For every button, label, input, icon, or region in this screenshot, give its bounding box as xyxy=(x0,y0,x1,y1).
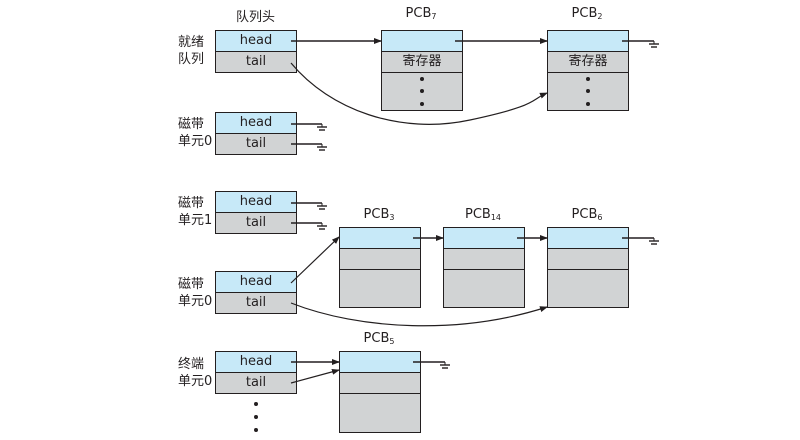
pointer-field xyxy=(340,352,420,373)
disk-unit1-header: head tail xyxy=(215,191,297,234)
pcb7-title: PCB7 xyxy=(381,6,461,25)
link-disk0-head-pcb3 xyxy=(290,236,340,284)
ellipsis-dot xyxy=(586,77,590,81)
label-line: 就绪 xyxy=(178,35,205,50)
null-ground-icon xyxy=(291,222,327,230)
pcb-index: 14 xyxy=(490,213,502,222)
pcb-name: PCB xyxy=(405,6,432,21)
head-field: head xyxy=(216,272,296,293)
registers-field: 寄存器 xyxy=(382,52,462,73)
registers-field xyxy=(444,249,524,270)
pcb7-box: 寄存器 xyxy=(381,30,463,111)
disk-unit0-header: head tail xyxy=(215,271,297,314)
disk-unit0-label: 磁带 单元0 xyxy=(178,276,212,310)
label-line: 单元0 xyxy=(178,374,213,389)
head-field: head xyxy=(216,31,296,52)
pcb6-box xyxy=(547,227,629,308)
registers-field xyxy=(340,373,420,394)
label-line: 单元0 xyxy=(178,134,213,149)
null-ground-icon xyxy=(291,123,327,131)
pcb-index: 3 xyxy=(389,213,395,222)
more-fields xyxy=(548,73,628,110)
tail-field: tail xyxy=(216,52,296,72)
pcb2-title: PCB2 xyxy=(547,6,627,25)
link-term0-tail-pcb5 xyxy=(290,368,340,384)
registers-field xyxy=(548,249,628,270)
pcb-index: 6 xyxy=(597,213,603,222)
ellipsis-dot xyxy=(420,77,424,81)
label-line: 磁带 xyxy=(178,117,205,132)
pcb3-title: PCB3 xyxy=(339,207,419,226)
queue-header-label: 队列头 xyxy=(236,10,276,25)
pointer-field xyxy=(340,228,420,249)
null-ground-icon xyxy=(291,143,327,151)
terminal-unit0-label: 终端 单元0 xyxy=(178,356,212,390)
ellipsis-dot xyxy=(254,402,258,406)
null-ground-icon xyxy=(291,202,327,210)
null-ground-icon xyxy=(413,361,450,369)
ellipsis-dot xyxy=(420,89,424,93)
label-line: 单元1 xyxy=(178,213,213,228)
label-line: 磁带 xyxy=(178,196,205,211)
pcb3-box xyxy=(339,227,421,308)
pointer-field xyxy=(444,228,524,249)
pcb-name: PCB xyxy=(571,207,598,222)
head-field: head xyxy=(216,113,296,134)
head-field: head xyxy=(216,192,296,213)
registers-field: 寄存器 xyxy=(548,52,628,73)
registers-field xyxy=(340,249,420,270)
pointer-field xyxy=(548,228,628,249)
tape-unit0-header: head tail xyxy=(215,112,297,155)
pcb-name: PCB xyxy=(363,207,390,222)
pointer-field xyxy=(548,31,628,52)
tail-field: tail xyxy=(216,134,296,154)
pcb-index: 7 xyxy=(431,12,437,21)
null-ground-icon xyxy=(622,237,659,245)
pcb-name: PCB xyxy=(571,6,598,21)
ellipsis-dot xyxy=(254,415,258,419)
pcb-name: PCB xyxy=(464,207,491,222)
label-line: 单元0 xyxy=(178,294,213,309)
pcb-name: PCB xyxy=(363,331,390,346)
link-ready-tail-pcb2 xyxy=(290,62,548,125)
ready-queue-header: head tail xyxy=(215,30,297,73)
tail-field: tail xyxy=(216,213,296,233)
pcb5-box xyxy=(339,351,421,433)
disk-unit1-label: 磁带 单元1 xyxy=(178,195,212,229)
pcb6-title: PCB6 xyxy=(547,207,627,226)
ellipsis-dot xyxy=(420,102,424,106)
pcb5-title: PCB5 xyxy=(339,331,419,350)
tail-field: tail xyxy=(216,293,296,313)
ready-queue-label: 就绪 队列 xyxy=(178,34,204,68)
pointer-field xyxy=(382,31,462,52)
link-disk0-tail-pcb6 xyxy=(290,302,548,327)
ellipsis-dot xyxy=(254,428,258,432)
ellipsis-dot xyxy=(586,89,590,93)
terminal-unit0-header: head tail xyxy=(215,351,297,394)
more-fields xyxy=(382,73,462,110)
pcb14-title: PCB14 xyxy=(443,207,523,226)
pcb-index: 5 xyxy=(389,337,395,346)
head-field: head xyxy=(216,352,296,373)
pcb-index: 2 xyxy=(597,12,603,21)
label-line: 终端 xyxy=(178,357,205,372)
label-line: 队列 xyxy=(178,52,205,67)
ellipsis-dot xyxy=(586,102,590,106)
null-ground-icon xyxy=(622,40,659,48)
label-line: 磁带 xyxy=(178,277,205,292)
pcb14-box xyxy=(443,227,525,308)
tape-unit0-label: 磁带 单元0 xyxy=(178,116,212,150)
pcb2-box: 寄存器 xyxy=(547,30,629,111)
tail-field: tail xyxy=(216,373,296,393)
